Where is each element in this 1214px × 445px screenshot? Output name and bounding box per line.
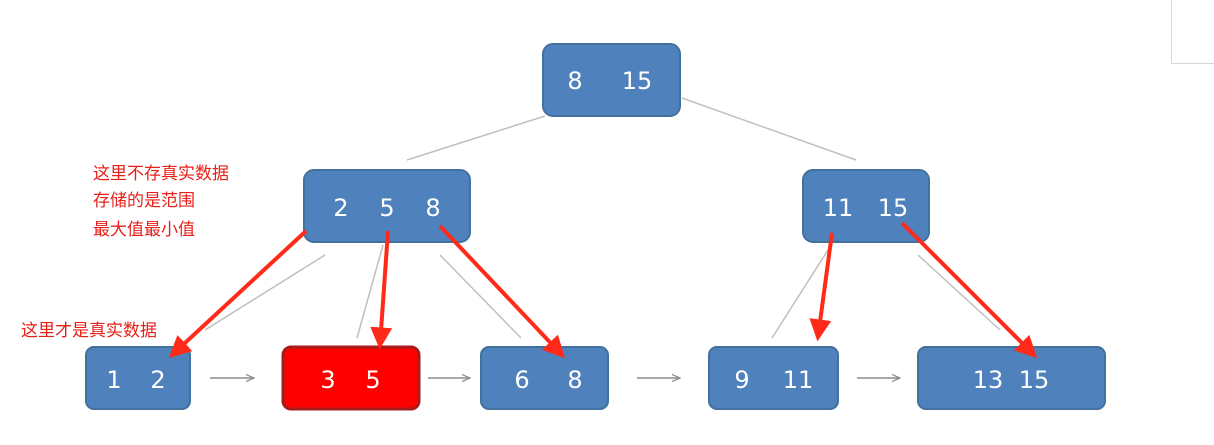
root-key-2: 15 [622, 67, 653, 95]
tree-line-left-leaf1 [204, 254, 326, 331]
right-key-2: 15 [878, 194, 909, 222]
leaf-node-1-box [85, 346, 191, 410]
pointer-arrow-8-to-leaf3 [438, 224, 566, 359]
root-key-1: 8 [567, 67, 582, 95]
right-internal-node: 11 15 [802, 169, 930, 243]
pointer-arrow-11-to-leaf4 [809, 232, 834, 342]
root-node: 8 15 [542, 43, 681, 117]
right-key-1: 11 [823, 194, 854, 222]
leaf-node-2-box [281, 345, 421, 411]
leaf-node-4: 9 11 [708, 346, 839, 410]
tree-line-left-leaf3 [439, 254, 522, 339]
pointer-arrow-2-to-leaf1 [168, 229, 308, 358]
tree-line-root-left [406, 115, 546, 161]
left-key-1: 2 [333, 194, 348, 222]
left-key-3: 8 [425, 194, 440, 222]
leaf-4-key-1: 9 [734, 366, 749, 394]
leaf-1-key-2: 2 [150, 366, 165, 394]
annotation-line-2: 存储的是范围 [93, 191, 195, 211]
leaf-node-3-box [480, 346, 609, 410]
tree-connectors [204, 97, 1001, 339]
leaf-1-key-1: 1 [106, 366, 121, 394]
annotation-line-3: 最大值最小值 [93, 220, 195, 240]
leaf-4-key-2: 11 [783, 366, 814, 394]
pointer-arrow-5-to-leaf2 [370, 230, 393, 350]
left-key-2: 5 [379, 194, 394, 222]
leaf-2-key-2: 5 [365, 366, 380, 394]
tree-line-left-leaf2 [356, 244, 384, 339]
annotation-line-1: 这里不存真实数据 [93, 164, 229, 184]
pointer-arrow-15-to-leaf5 [900, 221, 1038, 359]
tree-line-root-right [681, 97, 857, 161]
leaf-node-4-box [708, 346, 839, 410]
leaf-node-1: 1 2 [85, 346, 191, 410]
tree-line-right-leaf4 [771, 249, 829, 339]
leaf-node-2-highlighted: 3 5 [281, 345, 421, 411]
root-node-box [542, 43, 681, 117]
leaf-3-key-1: 6 [514, 366, 529, 394]
corner-panel [1171, 0, 1214, 64]
tree-line-right-leaf5 [917, 254, 1001, 331]
pointer-arrows [168, 221, 1038, 359]
leaf-node-5: 13 15 [917, 346, 1106, 410]
leaf-3-key-2: 8 [567, 366, 582, 394]
leaf-node-3: 6 8 [480, 346, 609, 410]
internal-annotation: 这里不存真实数据 存储的是范围 最大值最小值 [93, 164, 229, 240]
leaf-2-key-1: 3 [320, 366, 335, 394]
leaf-annotation: 这里才是真实数据 [21, 321, 157, 341]
leaf-5-key-1: 13 [973, 366, 1004, 394]
leaf-node-5-box [917, 346, 1106, 410]
leaf-5-key-2: 15 [1019, 366, 1050, 394]
right-internal-node-box [802, 169, 930, 243]
